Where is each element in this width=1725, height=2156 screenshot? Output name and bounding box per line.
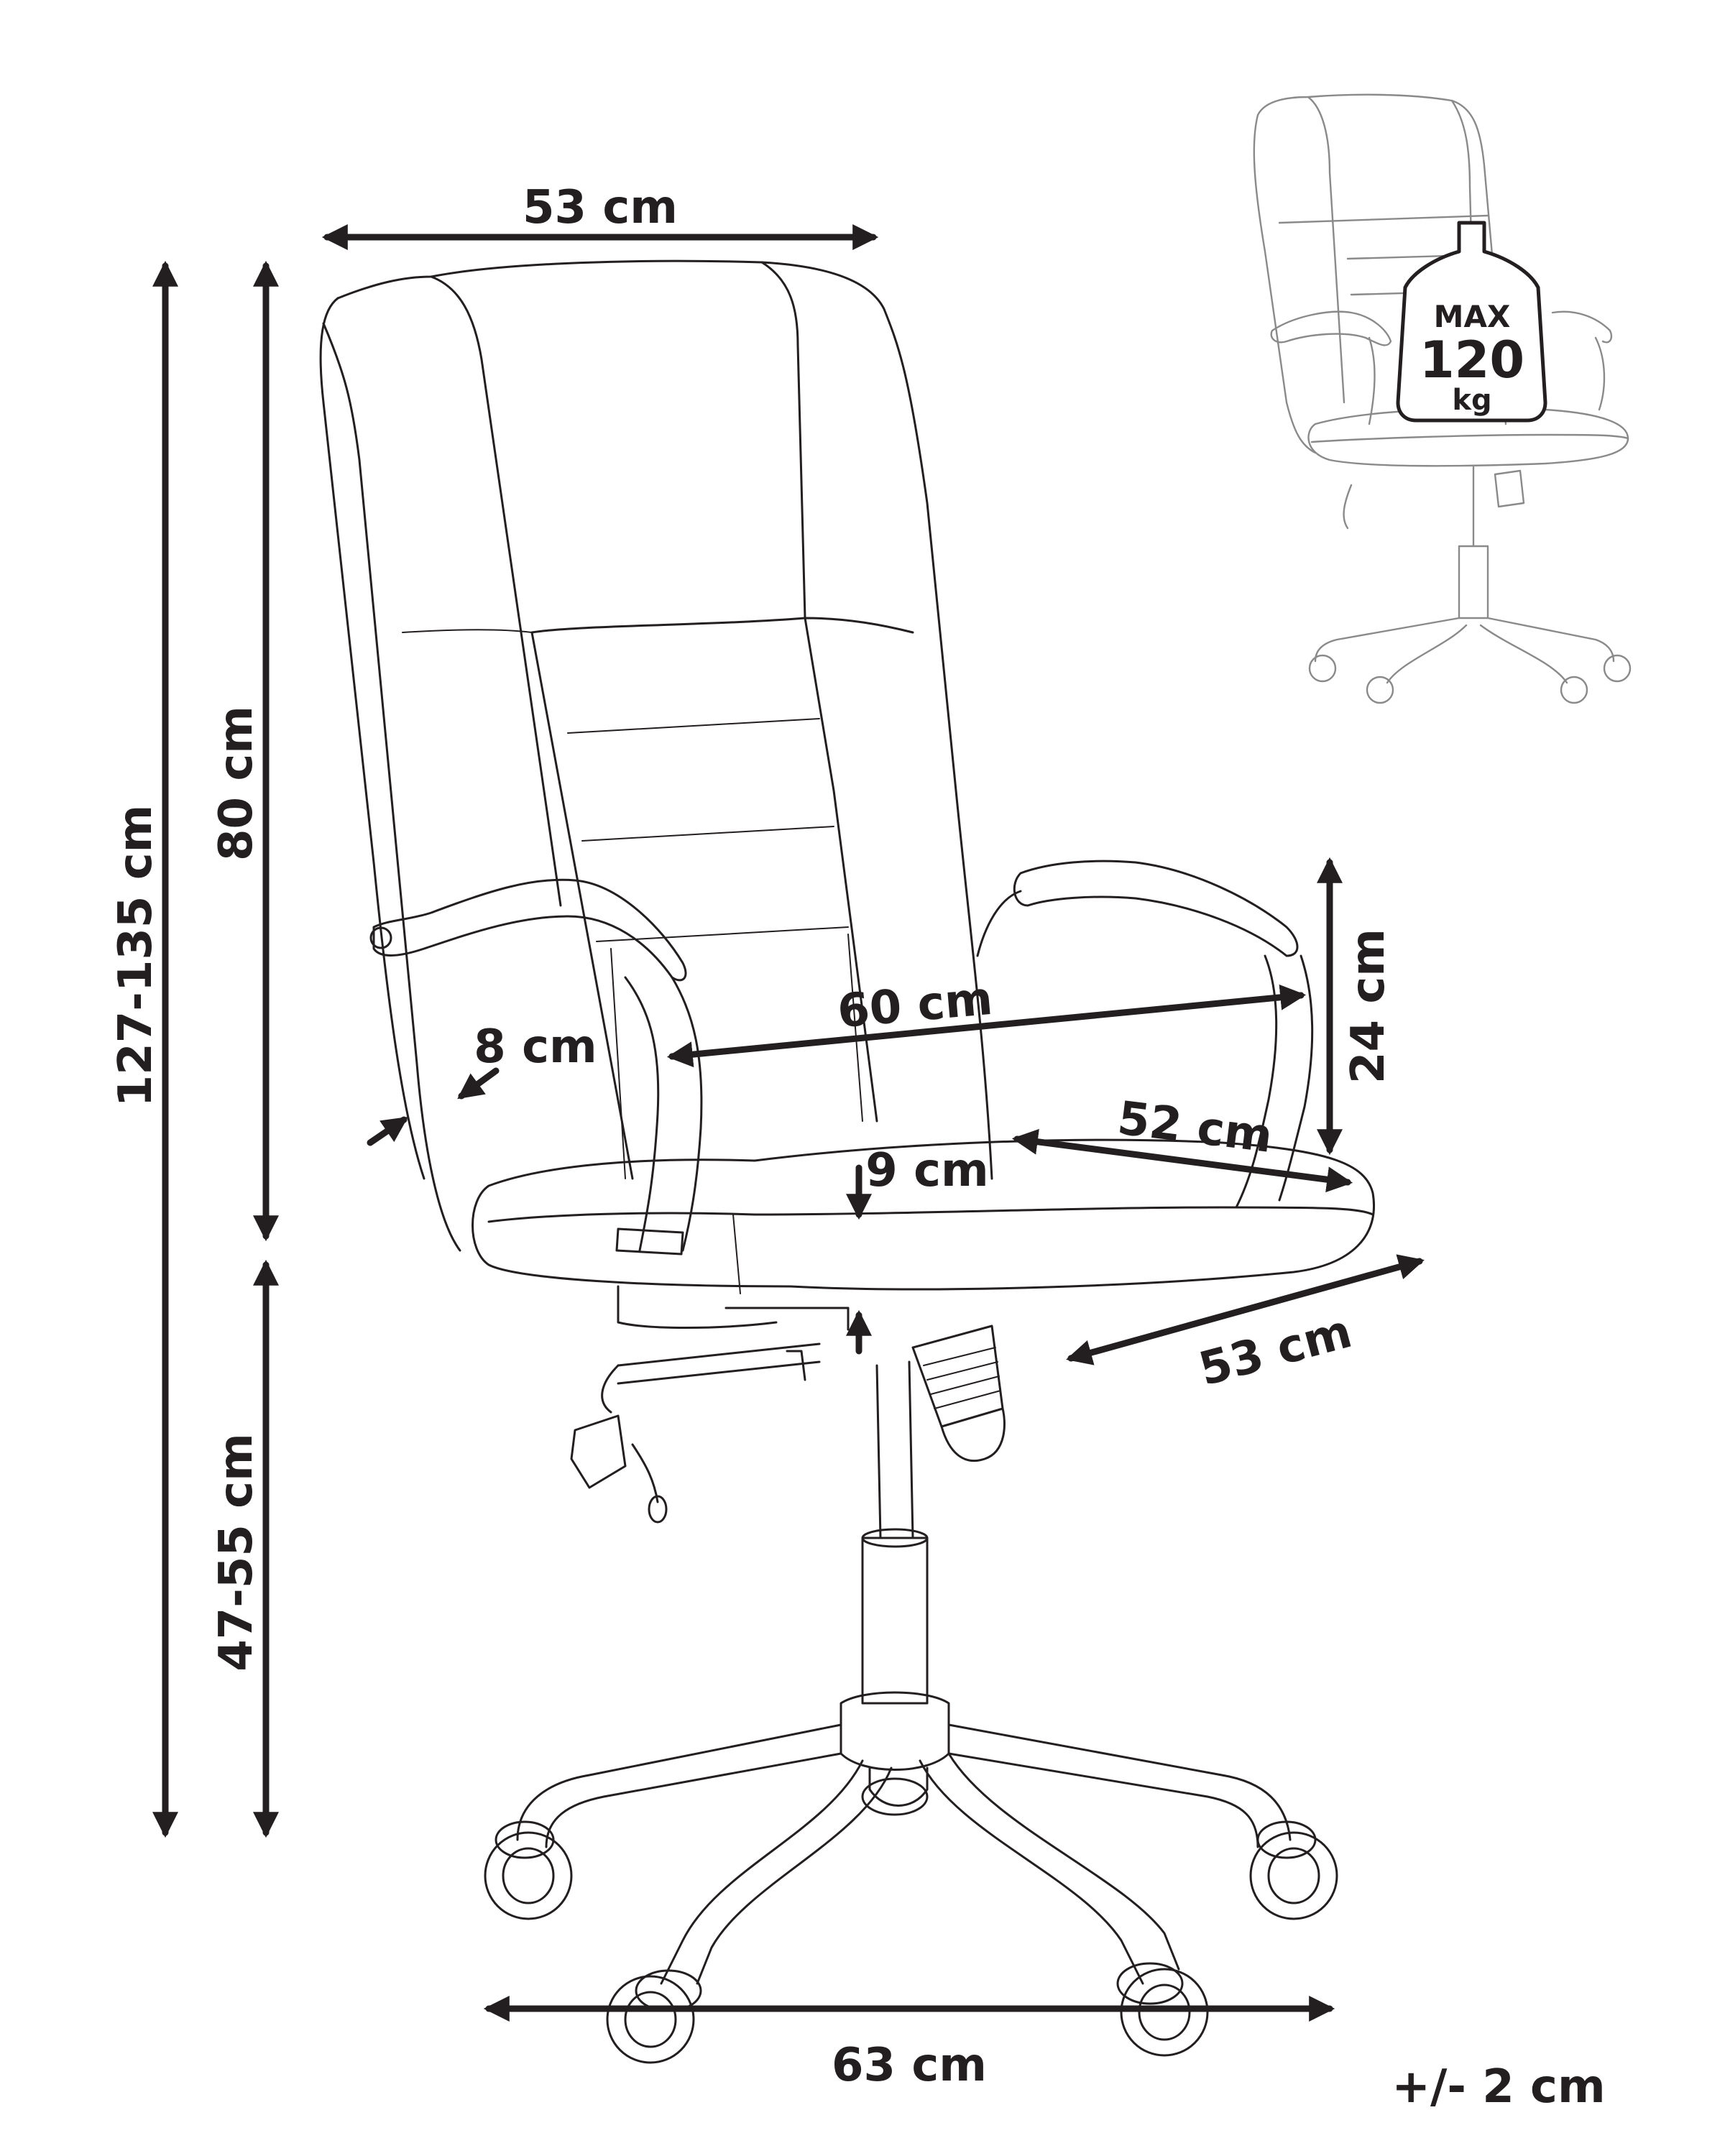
dim-total-height-label: 127-135 cm xyxy=(109,805,162,1107)
tolerance-note: +/- 2 cm xyxy=(1392,2060,1605,2114)
dim-backrest-height-label: 80 cm xyxy=(210,706,263,861)
dim-back-thickness-arrow-a xyxy=(457,1067,500,1100)
badge-value: 120 xyxy=(1420,331,1524,390)
weight-icon xyxy=(1396,221,1547,423)
max-load-badge: MAX 120 kg xyxy=(1396,221,1547,423)
caster-back xyxy=(861,1777,929,1816)
dim-seat-thickness-label: 9 cm xyxy=(865,1144,988,1197)
caster-left xyxy=(484,1820,573,1920)
caster-right xyxy=(1249,1820,1338,1920)
dim-back-thickness-label: 8 cm xyxy=(474,1021,597,1074)
chair-illustration xyxy=(319,259,1375,2064)
dim-armrest-spread-line xyxy=(666,984,1307,1068)
caster-front-left xyxy=(606,1969,702,2064)
dim-seat-height-label: 47-55 cm xyxy=(210,1433,263,1672)
badge-unit: kg xyxy=(1452,384,1491,417)
badge-label-top: MAX xyxy=(1434,299,1511,334)
dim-seat-width-line xyxy=(1066,1254,1425,1365)
dim-back-thickness-arrow-b xyxy=(367,1116,408,1146)
dim-armrest-height-label: 24 cm xyxy=(1342,929,1395,1084)
dim-base-width-label: 63 cm xyxy=(832,2039,987,2092)
dim-seat-depth-line xyxy=(1011,1128,1353,1193)
dimension-labels: 53 cm 127-135 cm 80 cm 47-55 cm 24 cm 60… xyxy=(109,181,1606,2114)
dimension-lines xyxy=(152,224,1425,2022)
dim-width-top-label: 53 cm xyxy=(523,181,678,234)
